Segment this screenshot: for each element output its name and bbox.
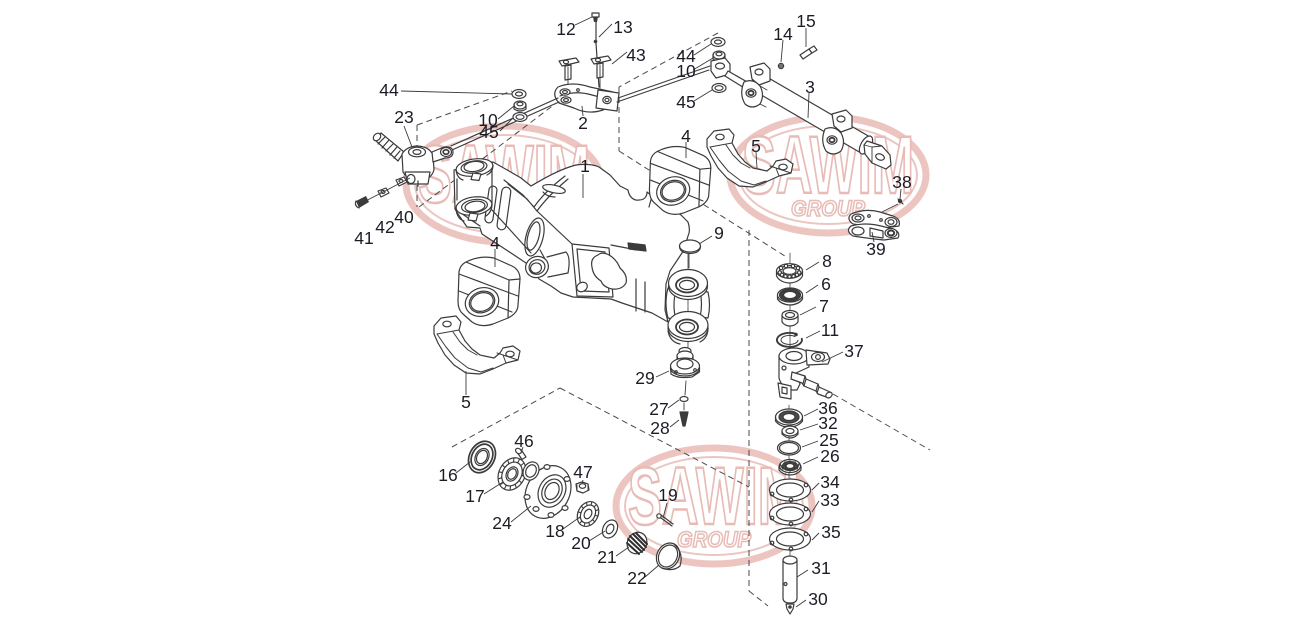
- svg-text:38: 38: [892, 172, 911, 192]
- svg-text:26: 26: [820, 446, 839, 466]
- svg-text:35: 35: [821, 522, 840, 542]
- svg-text:18: 18: [545, 521, 564, 541]
- svg-text:7: 7: [819, 296, 829, 316]
- svg-text:28: 28: [650, 418, 669, 438]
- svg-text:31: 31: [811, 558, 830, 578]
- svg-text:30: 30: [808, 589, 828, 609]
- svg-text:37: 37: [844, 341, 863, 361]
- svg-text:27: 27: [649, 399, 668, 419]
- svg-text:34: 34: [820, 472, 840, 492]
- svg-text:42: 42: [375, 217, 394, 237]
- svg-text:12: 12: [556, 19, 575, 39]
- svg-text:47: 47: [573, 462, 592, 482]
- svg-text:22: 22: [627, 568, 646, 588]
- svg-text:29: 29: [635, 368, 654, 388]
- svg-text:33: 33: [820, 490, 839, 510]
- svg-text:1: 1: [580, 156, 590, 176]
- svg-text:24: 24: [492, 513, 512, 533]
- svg-text:32: 32: [818, 413, 837, 433]
- svg-text:41: 41: [354, 228, 373, 248]
- svg-text:40: 40: [394, 207, 414, 227]
- svg-text:20: 20: [571, 533, 591, 553]
- svg-text:15: 15: [796, 11, 815, 31]
- svg-text:36: 36: [818, 398, 837, 418]
- svg-text:2: 2: [578, 113, 588, 133]
- svg-text:4: 4: [681, 126, 691, 146]
- svg-text:45: 45: [676, 92, 695, 112]
- svg-text:10: 10: [478, 110, 498, 130]
- svg-text:11: 11: [821, 320, 839, 340]
- svg-text:25: 25: [819, 430, 838, 450]
- svg-text:3: 3: [805, 77, 815, 97]
- svg-text:4: 4: [490, 233, 500, 253]
- svg-text:16: 16: [438, 465, 457, 485]
- svg-text:5: 5: [751, 136, 761, 156]
- svg-text:9: 9: [714, 223, 724, 243]
- svg-text:17: 17: [465, 486, 484, 506]
- svg-text:46: 46: [514, 431, 533, 451]
- svg-text:39: 39: [866, 239, 885, 259]
- svg-text:13: 13: [613, 17, 632, 37]
- svg-text:5: 5: [461, 392, 471, 412]
- svg-text:23: 23: [394, 107, 413, 127]
- svg-text:10: 10: [676, 61, 696, 81]
- svg-text:19: 19: [658, 485, 677, 505]
- svg-text:43: 43: [626, 45, 645, 65]
- svg-text:45: 45: [479, 122, 498, 142]
- svg-text:14: 14: [773, 24, 793, 44]
- svg-text:6: 6: [821, 274, 831, 294]
- svg-text:21: 21: [597, 547, 616, 567]
- svg-text:8: 8: [822, 251, 832, 271]
- svg-text:44: 44: [379, 80, 399, 100]
- svg-text:44: 44: [676, 46, 696, 66]
